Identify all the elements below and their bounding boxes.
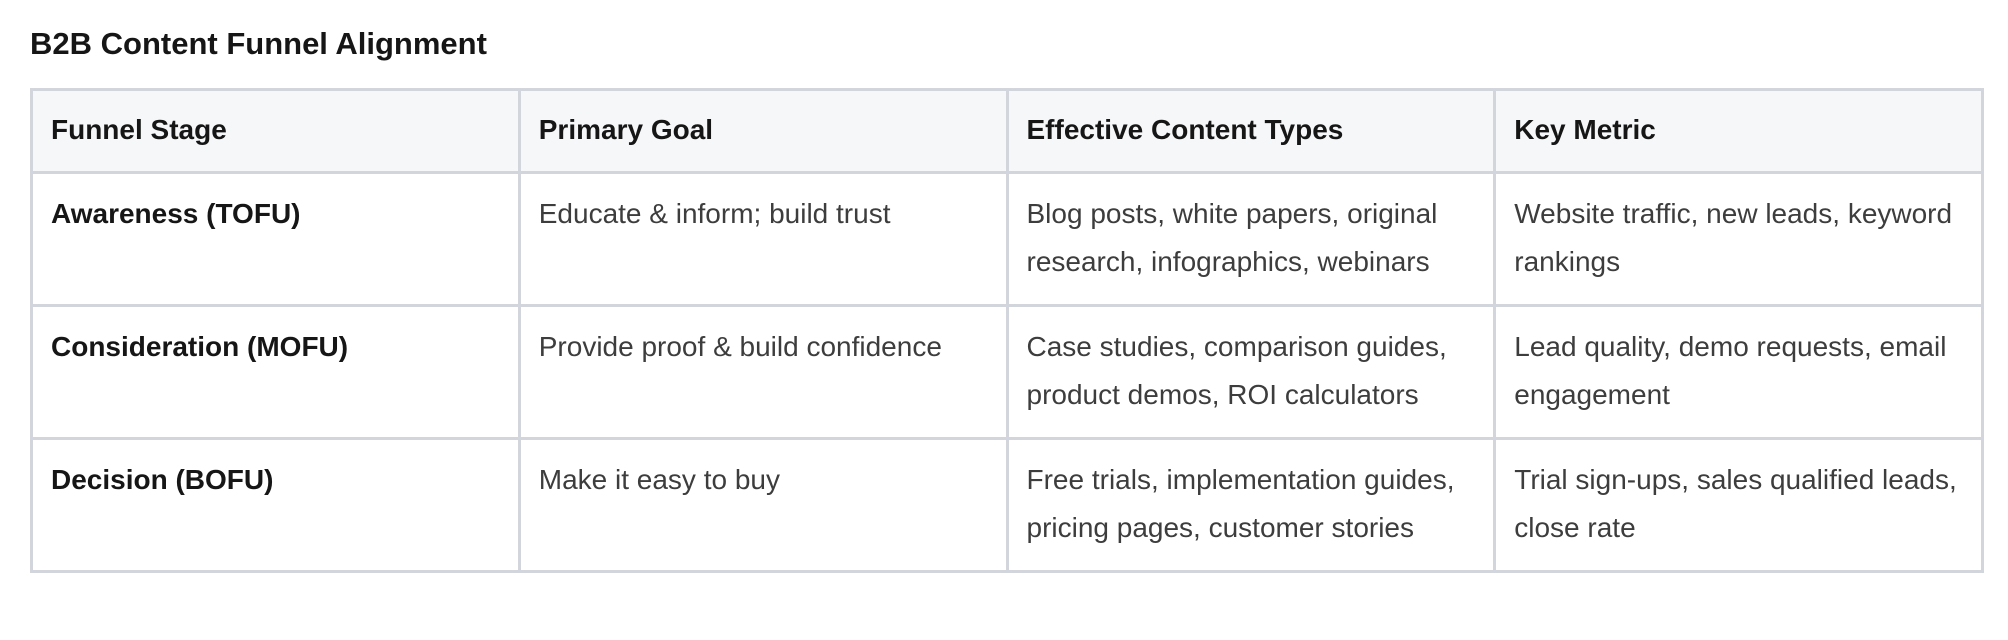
table-header: Funnel Stage Primary Goal Effective Cont… xyxy=(30,88,1984,174)
funnel-table: Funnel Stage Primary Goal Effective Cont… xyxy=(30,88,1984,573)
table-body: Awareness (TOFU) Educate & inform; build… xyxy=(30,171,1984,573)
cell-goal: Make it easy to buy xyxy=(517,437,1009,573)
cell-metric: Website traffic, new leads, keyword rank… xyxy=(1493,171,1984,307)
table-row: Awareness (TOFU) Educate & inform; build… xyxy=(30,171,1984,307)
header-key-metric: Key Metric xyxy=(1493,88,1984,174)
table-title: B2B Content Funnel Alignment xyxy=(30,26,487,61)
cell-metric: Lead quality, demo requests, email engag… xyxy=(1493,304,1984,440)
cell-stage: Awareness (TOFU) xyxy=(30,171,521,307)
cell-stage: Consideration (MOFU) xyxy=(30,304,521,440)
table-row: Consideration (MOFU) Provide proof & bui… xyxy=(30,304,1984,440)
header-primary-goal: Primary Goal xyxy=(517,88,1009,174)
cell-goal: Educate & inform; build trust xyxy=(517,171,1009,307)
header-effective-content-types: Effective Content Types xyxy=(1005,88,1497,174)
table-row: Decision (BOFU) Make it easy to buy Free… xyxy=(30,437,1984,573)
cell-goal: Provide proof & build confidence xyxy=(517,304,1009,440)
cell-content-types: Blog posts, white papers, original resea… xyxy=(1005,171,1497,307)
cell-metric: Trial sign-ups, sales qualified leads, c… xyxy=(1493,437,1984,573)
cell-stage: Decision (BOFU) xyxy=(30,437,521,573)
header-row: Funnel Stage Primary Goal Effective Cont… xyxy=(30,88,1984,174)
cell-content-types: Free trials, implementation guides, pric… xyxy=(1005,437,1497,573)
cell-content-types: Case studies, comparison guides, product… xyxy=(1005,304,1497,440)
header-funnel-stage: Funnel Stage xyxy=(30,88,521,174)
